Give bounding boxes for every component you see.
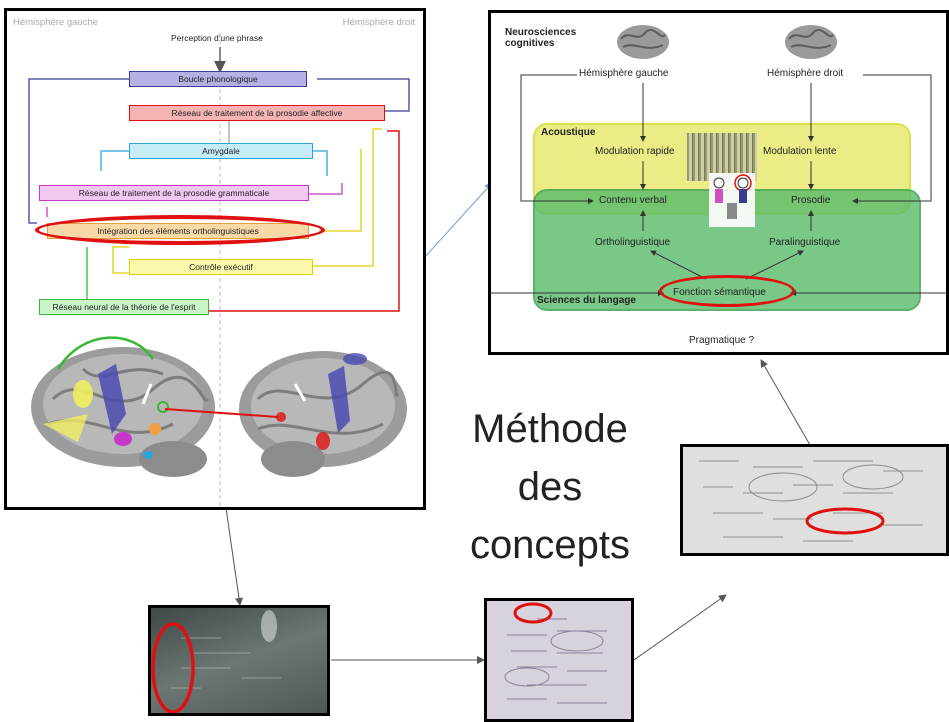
neurosciences-title-line2: cognitives bbox=[505, 38, 555, 49]
arrow-left-to-photo1 bbox=[225, 507, 243, 606]
arrow-photo2-to-photo3 bbox=[633, 594, 727, 661]
modulation-lente-label: Modulation lente bbox=[763, 146, 837, 157]
box-controle-label: Contrôle exécutif bbox=[189, 262, 253, 272]
modulation-rapide-label: Modulation rapide bbox=[595, 146, 675, 157]
right-diagram-lines bbox=[491, 74, 946, 296]
left-diagram-panel: Hémisphère gauche Hémisphère droit Perce… bbox=[4, 8, 426, 510]
acoustique-label: Acoustique bbox=[541, 127, 596, 138]
prosodie-label: Prosodie bbox=[791, 195, 831, 206]
sciences-langage-label: Sciences du langage bbox=[537, 295, 636, 306]
brain-illustrations bbox=[31, 336, 407, 477]
right-hemisphere-left-label: Hémisphère gauche bbox=[579, 68, 669, 79]
box-theorie-esprit-label: Réseau neural de la théorie de l'esprit bbox=[52, 302, 196, 312]
arrow-left-to-right-diagram bbox=[423, 182, 493, 259]
whiteboard-photo-1 bbox=[148, 605, 330, 716]
box-boucle-label: Boucle phonologique bbox=[178, 74, 258, 84]
contenu-verbal-label: Contenu verbal bbox=[599, 195, 667, 206]
hemisphere-right-label: Hémisphère droit bbox=[342, 17, 415, 28]
box-prosodie-affective: Réseau de traitement de la prosodie affe… bbox=[129, 105, 385, 121]
brain-icon-right bbox=[785, 25, 837, 59]
brain-icon-left bbox=[617, 25, 669, 59]
box-theorie-esprit: Réseau neural de la théorie de l'esprit bbox=[39, 299, 209, 315]
box-prosodie-affective-label: Réseau de traitement de la prosodie affe… bbox=[171, 108, 343, 118]
ortholinguistique-label: Ortholinguistique bbox=[595, 237, 671, 248]
right-diagram-panel: Neurosciences cognitives bbox=[488, 10, 949, 355]
integration-red-ellipse bbox=[35, 215, 325, 245]
box-prosodie-grammaticale-label: Réseau de traitement de la prosodie gram… bbox=[78, 188, 270, 198]
box-boucle-phonologique: Boucle phonologique bbox=[129, 71, 307, 87]
neurosciences-title: Neurosciences cognitives bbox=[505, 27, 576, 49]
arrow-photo3-to-right-diagram bbox=[760, 359, 811, 446]
box-prosodie-grammaticale: Réseau de traitement de la prosodie gram… bbox=[39, 185, 309, 201]
perception-label: Perception d'une phrase bbox=[171, 33, 263, 43]
right-hemisphere-right-label: Hémisphère droit bbox=[767, 68, 844, 79]
title-line3: concepts bbox=[469, 523, 631, 567]
title-line1: Méthode bbox=[472, 407, 628, 451]
paralinguistique-label: Paralinguistique bbox=[769, 237, 841, 248]
box-amygdale: Amygdale bbox=[129, 143, 313, 159]
methode-des-concepts-title: Méthode des concepts bbox=[425, 400, 675, 574]
photo2-content bbox=[504, 602, 607, 704]
whiteboard-photo-2 bbox=[484, 598, 634, 722]
box-controle-executif: Contrôle exécutif bbox=[129, 259, 313, 275]
speakers-illustration bbox=[709, 173, 755, 227]
photo3-content bbox=[699, 460, 923, 542]
title-line2: des bbox=[517, 465, 583, 509]
neurosciences-title-line1: Neurosciences bbox=[505, 27, 577, 38]
photo1-content bbox=[151, 610, 281, 713]
fonction-semantique-red-ellipse bbox=[659, 275, 795, 307]
box-amygdale-label: Amygdale bbox=[202, 146, 240, 156]
pragmatique-label: Pragmatique ? bbox=[689, 335, 755, 346]
whiteboard-photo-3 bbox=[680, 444, 949, 556]
hemisphere-left-label: Hémisphère gauche bbox=[13, 17, 99, 28]
